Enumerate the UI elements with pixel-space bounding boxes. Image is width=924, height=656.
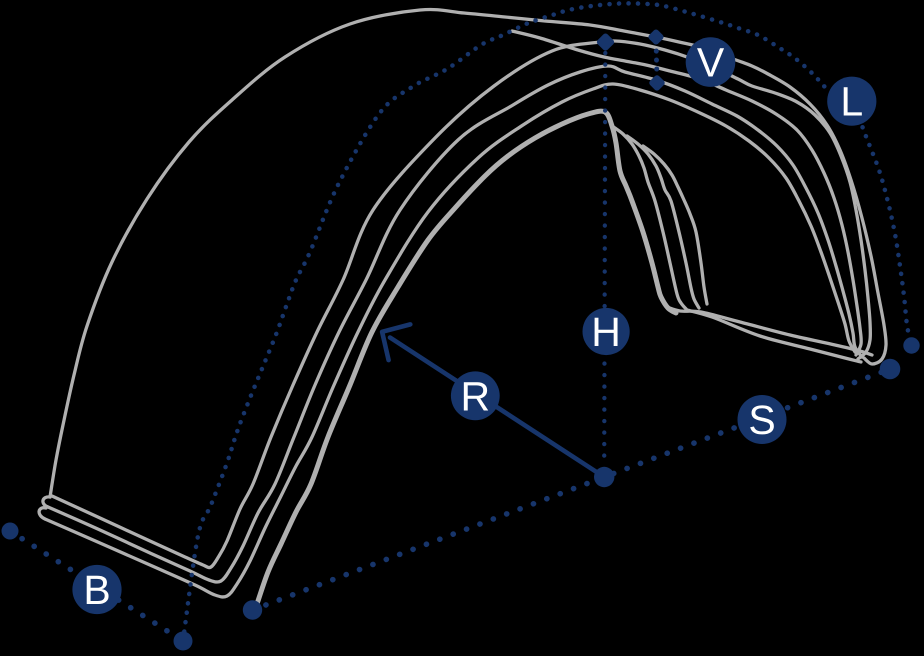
svg-text:H: H bbox=[591, 309, 621, 355]
svg-text:R: R bbox=[460, 373, 490, 419]
svg-text:L: L bbox=[840, 79, 863, 125]
svg-text:B: B bbox=[83, 567, 110, 613]
svg-text:V: V bbox=[697, 40, 725, 86]
svg-text:S: S bbox=[748, 397, 775, 443]
